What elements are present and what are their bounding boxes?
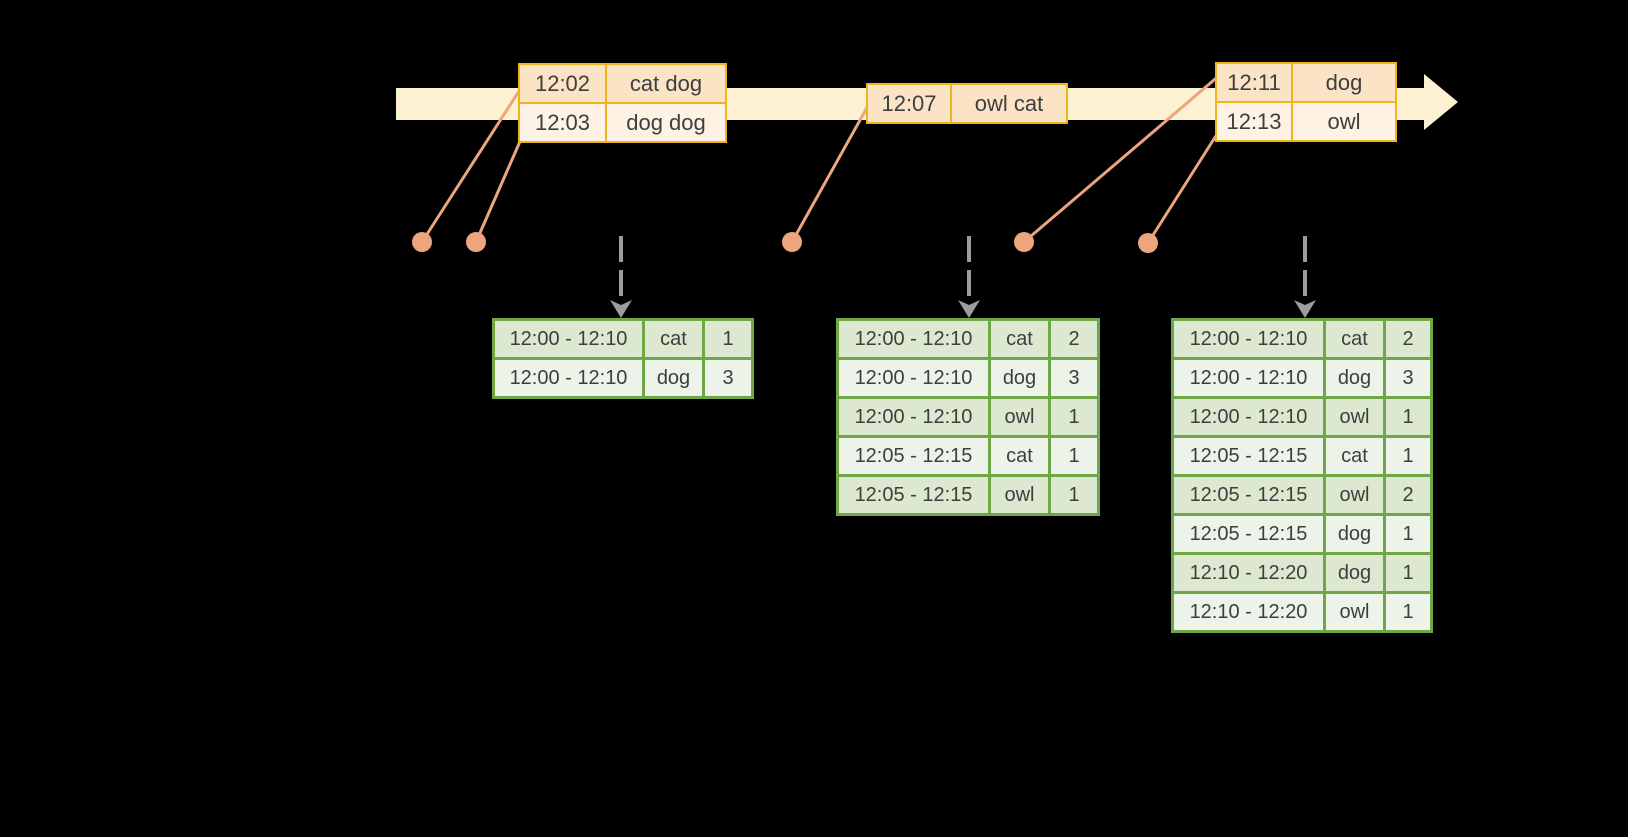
event-row: 12:07 owl cat: [866, 83, 1068, 124]
result-window: 12:05 - 12:15: [836, 435, 991, 477]
event-connector: [420, 87, 523, 243]
event-connector: [790, 103, 871, 243]
result-window: 12:00 - 12:10: [1171, 396, 1326, 438]
result-row: 12:05 - 12:15 owl 2: [1171, 474, 1433, 516]
result-row: 12:00 - 12:10 cat 2: [836, 318, 1100, 360]
result-window: 12:00 - 12:10: [492, 357, 645, 399]
event-connector: [474, 129, 527, 243]
result-word: owl: [1323, 591, 1386, 633]
event-words: dog dog: [605, 102, 727, 143]
result-word: dog: [988, 357, 1051, 399]
result-count: 1: [1383, 591, 1433, 633]
result-word: cat: [988, 435, 1051, 477]
result-window: 12:05 - 12:15: [1171, 474, 1326, 516]
event-words: owl cat: [950, 83, 1068, 124]
event-time: 12:11: [1215, 62, 1293, 103]
result-word: owl: [988, 396, 1051, 438]
result-word: dog: [1323, 552, 1386, 594]
result-row: 12:00 - 12:10 dog 3: [836, 357, 1100, 399]
result-word: owl: [1323, 396, 1386, 438]
result-count: 2: [1383, 474, 1433, 516]
result-count: 1: [1383, 435, 1433, 477]
result-table-1: 12:00 - 12:10 cat 1 12:00 - 12:10 dog 3: [492, 318, 754, 399]
result-word: dog: [1323, 357, 1386, 399]
event-row: 12:03 dog dog: [518, 102, 727, 143]
result-word: cat: [988, 318, 1051, 360]
result-count: 3: [702, 357, 754, 399]
event-table-1: 12:02 cat dog 12:03 dog dog: [518, 63, 727, 143]
result-row: 12:00 - 12:10 dog 3: [1171, 357, 1433, 399]
result-word: cat: [1323, 318, 1386, 360]
result-row: 12:10 - 12:20 dog 1: [1171, 552, 1433, 594]
result-window: 12:00 - 12:10: [836, 396, 991, 438]
result-window: 12:00 - 12:10: [836, 357, 991, 399]
trigger-arrowhead-icon: [610, 300, 632, 318]
event-time: 12:03: [518, 102, 607, 143]
event-marker-dot: [466, 232, 486, 252]
event-row: 12:13 owl: [1215, 101, 1397, 142]
result-row: 12:05 - 12:15 dog 1: [1171, 513, 1433, 555]
result-count: 2: [1383, 318, 1433, 360]
event-time: 12:02: [518, 63, 607, 104]
event-marker-dot: [1014, 232, 1034, 252]
event-words: owl: [1291, 101, 1397, 142]
result-window: 12:10 - 12:20: [1171, 591, 1326, 633]
event-marker-dot: [412, 232, 432, 252]
event-words: dog: [1291, 62, 1397, 103]
result-count: 3: [1383, 357, 1433, 399]
trigger-arrowhead-icon: [958, 300, 980, 318]
result-count: 1: [1383, 552, 1433, 594]
result-window: 12:00 - 12:10: [1171, 357, 1326, 399]
event-connector: [1023, 72, 1222, 244]
result-word: owl: [988, 474, 1051, 516]
result-count: 1: [702, 318, 754, 360]
event-words: cat dog: [605, 63, 727, 104]
result-row: 12:00 - 12:10 owl 1: [1171, 396, 1433, 438]
event-time: 12:13: [1215, 101, 1293, 142]
result-window: 12:10 - 12:20: [1171, 552, 1326, 594]
result-row: 12:05 - 12:15 cat 1: [836, 435, 1100, 477]
result-count: 1: [1048, 474, 1100, 516]
result-word: dog: [642, 357, 705, 399]
event-marker-dot: [782, 232, 802, 252]
result-table-3: 12:00 - 12:10 cat 2 12:00 - 12:10 dog 3 …: [1171, 318, 1433, 633]
result-window: 12:00 - 12:10: [836, 318, 991, 360]
result-row: 12:00 - 12:10 dog 3: [492, 357, 754, 399]
result-word: cat: [1323, 435, 1386, 477]
result-window: 12:05 - 12:15: [1171, 435, 1326, 477]
result-row: 12:05 - 12:15 cat 1: [1171, 435, 1433, 477]
result-window: 12:00 - 12:10: [492, 318, 645, 360]
trigger-arrowhead-icon: [1294, 300, 1316, 318]
event-row: 12:02 cat dog: [518, 63, 727, 104]
result-count: 1: [1383, 396, 1433, 438]
event-connectors: [420, 72, 1222, 244]
result-window: 12:00 - 12:10: [1171, 318, 1326, 360]
result-count: 1: [1383, 513, 1433, 555]
event-marker-dot: [1138, 233, 1158, 253]
result-window: 12:05 - 12:15: [836, 474, 991, 516]
result-word: owl: [1323, 474, 1386, 516]
event-table-2: 12:07 owl cat: [866, 83, 1068, 124]
event-row: 12:11 dog: [1215, 62, 1397, 103]
result-table-2: 12:00 - 12:10 cat 2 12:00 - 12:10 dog 3 …: [836, 318, 1100, 516]
result-count: 2: [1048, 318, 1100, 360]
result-count: 3: [1048, 357, 1100, 399]
result-row: 12:00 - 12:10 cat 2: [1171, 318, 1433, 360]
result-window: 12:05 - 12:15: [1171, 513, 1326, 555]
result-row: 12:00 - 12:10 owl 1: [836, 396, 1100, 438]
trigger-arrows: [610, 236, 1316, 318]
event-table-3: 12:11 dog 12:13 owl: [1215, 62, 1397, 142]
result-row: 12:05 - 12:15 owl 1: [836, 474, 1100, 516]
result-row: 12:10 - 12:20 owl 1: [1171, 591, 1433, 633]
timeline-arrowhead-icon: [1424, 74, 1458, 130]
result-row: 12:00 - 12:10 cat 1: [492, 318, 754, 360]
event-connector: [1146, 130, 1221, 244]
result-count: 1: [1048, 396, 1100, 438]
event-markers: [412, 232, 1158, 253]
result-word: cat: [642, 318, 705, 360]
event-time: 12:07: [866, 83, 952, 124]
result-word: dog: [1323, 513, 1386, 555]
result-count: 1: [1048, 435, 1100, 477]
